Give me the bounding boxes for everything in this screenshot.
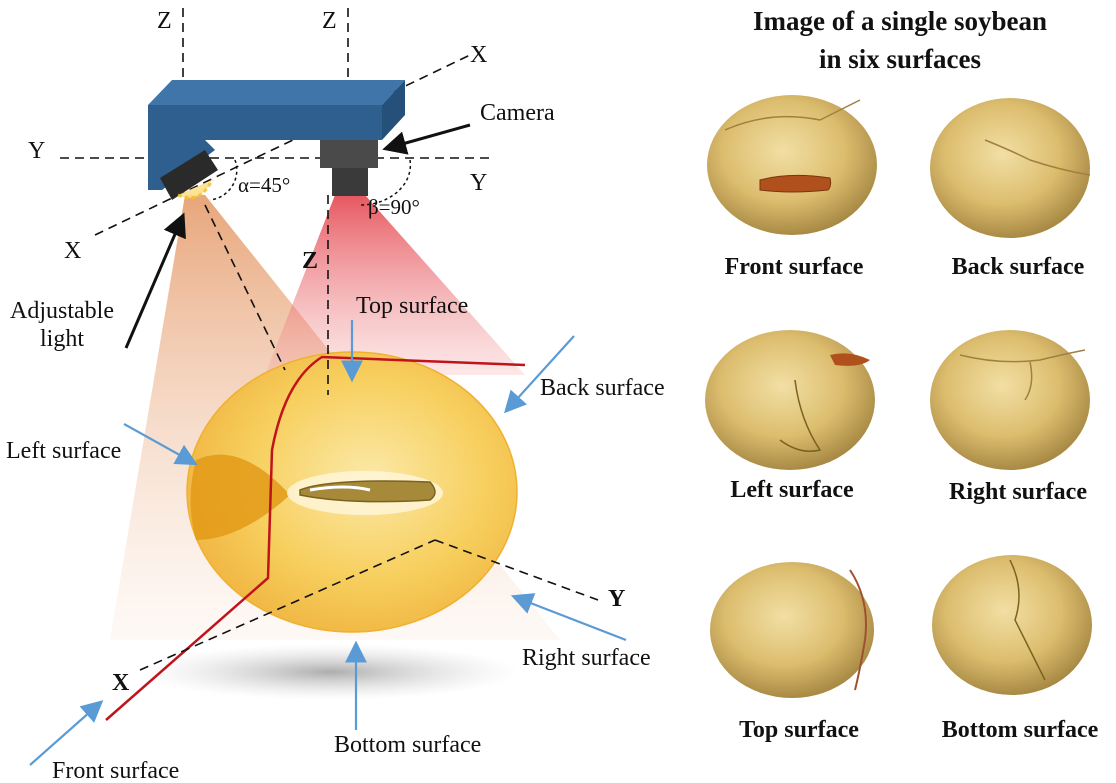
right-surface-arrow [510,593,627,642]
gallery-label-back: Back surface [952,254,1085,280]
adjustable-light-fixture [160,150,218,200]
label-top-surface: Top surface [356,293,468,319]
axis-label-y-right: Y [470,170,487,196]
soybean-front-image [707,95,877,235]
soybean-right-image [930,330,1090,470]
gallery-label-front: Front surface [725,254,864,280]
axis-label-x-left: X [64,238,81,264]
light-label-line2: light [40,326,84,352]
mount-front-face [148,105,382,140]
camera-beam-red [265,195,525,375]
gallery-label-right: Right surface [949,479,1087,505]
axis-label-z-left: Z [157,8,172,34]
axis-label-y-bean: Y [608,586,625,612]
label-front-surface: Front surface [52,758,179,783]
label-bottom-surface: Bottom surface [334,732,481,758]
camera-lens [332,168,368,196]
light-glow [177,179,214,200]
axis-label-z-bean: Z [302,248,318,274]
meridian-line [105,355,526,721]
soybean-bottom-image [932,555,1092,695]
axis-label-x-bean: X [112,670,130,696]
hilum-mark [299,480,436,503]
label-right-surface: Right surface [522,645,651,671]
axis-label-y-left: Y [28,138,45,164]
bean-shadow [140,644,520,700]
left-surface-arrow [123,423,198,466]
camera-arrow [382,123,471,155]
axis-label-x-top: X [470,42,487,68]
gallery-title-line1: Image of a single soybean [753,6,1047,36]
label-back-surface: Back surface [540,375,665,401]
light-label-line1: Adjustable [10,298,114,324]
label-left-surface: Left surface [6,438,121,464]
back-surface-arrow [504,335,575,414]
alpha-arc [209,159,238,201]
left-surface-cap [190,454,290,540]
mount-side-face [382,80,405,140]
axis-label-z-right: Z [322,8,337,34]
front-surface-arrow [29,700,104,766]
beta-angle-label: β=90° [368,195,420,219]
gallery-label-left: Left surface [730,477,854,503]
mount-top-face [148,80,405,105]
x-axis-bean [139,539,436,671]
gallery-title-line2: in six surfaces [819,44,981,74]
soybean-back-image [930,98,1091,238]
soybean-top-image [710,562,874,698]
light-direction-line [204,204,286,371]
camera-body[interactable] [320,140,378,168]
alpha-angle-label: α=45° [238,173,290,197]
gallery-label-bottom: Bottom surface [942,717,1099,743]
camera-label: Camera [480,100,555,126]
light-arrow [124,212,186,349]
gallery-label-top: Top surface [739,717,859,743]
x-axis-mount [94,54,471,236]
soybean-left-image [705,330,875,470]
beta-arc [359,159,412,206]
